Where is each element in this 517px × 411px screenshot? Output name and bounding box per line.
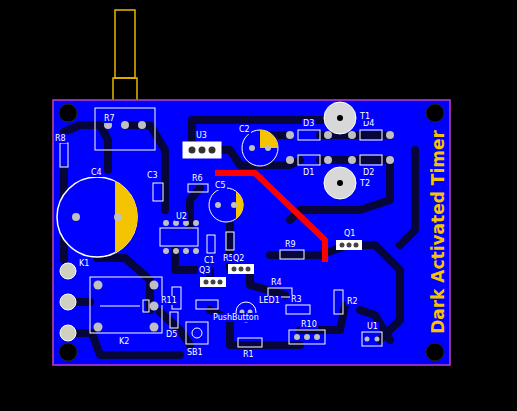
relay-k2 — [90, 277, 162, 333]
part-label: C3 — [146, 171, 159, 180]
resistor-r6 — [188, 184, 208, 192]
mounting-holes — [59, 104, 444, 361]
part-label: D1 — [302, 168, 315, 177]
part-label: R7 — [103, 114, 116, 123]
part-label: C1 — [203, 256, 216, 265]
part-label: T2 — [359, 179, 371, 188]
copper-traces — [64, 120, 415, 355]
part-label: C2 — [238, 125, 251, 134]
trimmer-r10 — [289, 330, 325, 344]
part-label: Q1 — [343, 229, 356, 238]
part-label: C4 — [90, 168, 103, 177]
part-label: D3 — [302, 119, 315, 128]
part-label: R2 — [346, 297, 359, 306]
terminal-t1 — [324, 102, 356, 134]
potentiometer-r7 — [95, 108, 155, 150]
part-label: R10 — [300, 320, 318, 329]
part-label: Q3 — [198, 266, 211, 275]
part-label: T1 — [359, 112, 371, 121]
capacitor-c4 — [57, 177, 138, 257]
capacitor-c1 — [207, 235, 215, 253]
board-title: Dark Activated Timer — [428, 130, 448, 334]
diode-pads — [286, 131, 394, 164]
part-label: K1 — [78, 259, 90, 268]
capacitor-c3 — [153, 183, 163, 201]
part-label: LED1 — [258, 296, 281, 305]
part-label: SB1 — [186, 348, 204, 357]
part-label: K2 — [118, 337, 130, 346]
sensor-u1 — [362, 332, 382, 346]
power-terminals — [60, 263, 76, 341]
pcb-board — [53, 100, 450, 365]
push-button — [186, 322, 208, 344]
resistors — [172, 250, 343, 347]
part-label: D2 — [362, 168, 375, 177]
resistor-r8 — [60, 143, 68, 167]
pot-shaft — [115, 10, 135, 78]
transistors — [200, 240, 362, 287]
part-label: R3 — [290, 295, 303, 304]
part-label: D5 — [165, 330, 178, 339]
ic-u2 — [160, 220, 199, 254]
part-label: PushButton — [212, 313, 260, 322]
pot-collar — [113, 78, 137, 102]
diodes — [298, 130, 382, 165]
diode-d5 — [170, 312, 178, 328]
part-label: R1 — [242, 350, 255, 359]
part-label: R4 — [270, 278, 283, 287]
capacitor-c5 — [209, 188, 243, 222]
part-label: U3 — [195, 131, 208, 140]
terminal-t2 — [324, 167, 356, 199]
capacitor-c2 — [242, 130, 278, 166]
part-label: C5 — [214, 181, 227, 190]
part-label: U2 — [175, 212, 188, 221]
part-label: U1 — [366, 322, 379, 331]
part-label: R8 — [54, 134, 67, 143]
regulator-u3 — [183, 142, 221, 158]
part-label: R9 — [284, 240, 297, 249]
part-label: R6 — [191, 174, 204, 183]
part-label: R11 — [160, 296, 178, 305]
part-label: Q2 — [232, 254, 245, 263]
resistor-r5 — [226, 232, 234, 250]
